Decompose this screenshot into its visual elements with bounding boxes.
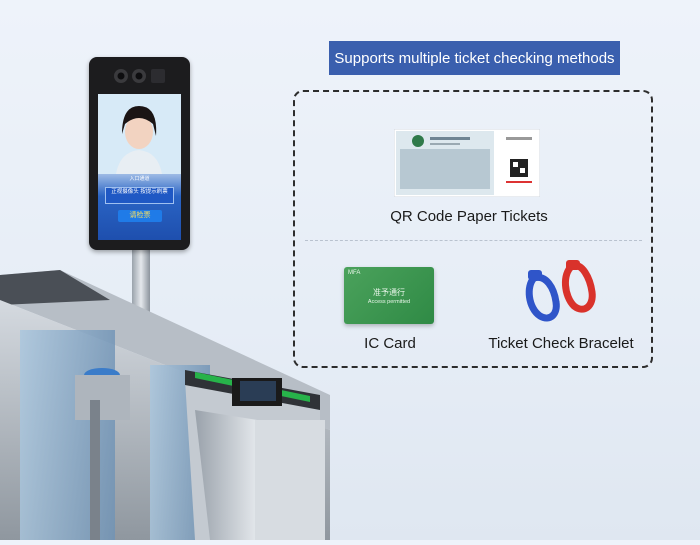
turnstile-drawing — [0, 248, 330, 540]
ic-card-image: MFA 准予通行 Access permitted — [344, 267, 434, 324]
qr-ticket-image — [393, 128, 541, 198]
bracelet-image — [520, 256, 600, 326]
qr-code-icon — [510, 159, 528, 177]
turnstile-device-illustration: 入口通道 正视摄像头 按提示刷票 请检票 — [0, 0, 330, 540]
camera-icon — [114, 69, 165, 83]
terminal-screen: 入口通道 正视摄像头 按提示刷票 请检票 — [98, 94, 181, 240]
face-photo — [98, 94, 181, 174]
screen-check-button: 请检票 — [118, 210, 162, 222]
screen-message: 正视摄像头 按提示刷票 — [105, 187, 174, 204]
ic-card-brand: MFA — [348, 270, 361, 276]
ic-card-label: IC Card — [364, 335, 416, 352]
section-title-banner: Supports multiple ticket checking method… — [329, 41, 620, 75]
screen-header: 入口通道 — [129, 176, 150, 182]
qr-ticket-label: QR Code Paper Tickets — [390, 208, 548, 225]
panel-divider — [305, 240, 642, 241]
face-recognition-terminal: 入口通道 正视摄像头 按提示刷票 请检票 — [89, 57, 190, 250]
ic-card-english-text: Access permitted — [367, 299, 411, 305]
ic-card-chinese-text: 准予通行 — [373, 288, 405, 297]
methods-panel — [293, 90, 653, 368]
bracelet-label: Ticket Check Bracelet — [488, 335, 634, 352]
